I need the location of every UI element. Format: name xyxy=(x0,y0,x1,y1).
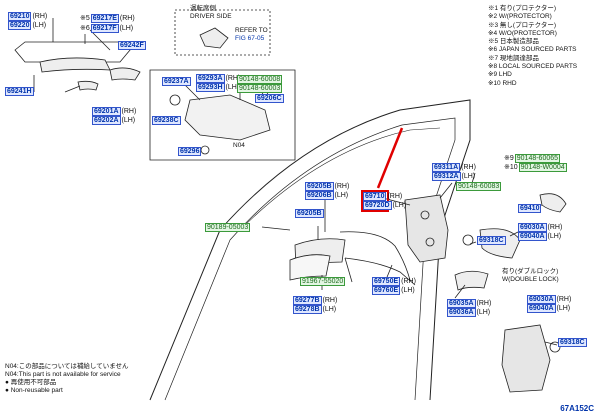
footnote-jp: N04:この部品については補給していません xyxy=(5,363,129,370)
door-lock-striker-drawing xyxy=(539,193,567,213)
outside-handle-rod-drawing xyxy=(454,270,489,291)
part-number-69206c[interactable]: 69206C xyxy=(255,94,284,103)
part-number-91967-55020[interactable]: 91967-55020 xyxy=(300,277,346,286)
part-number-69040a-lh[interactable]: 69040A(LH) xyxy=(518,232,562,241)
part-number-69030a-rh[interactable]: 69030A(RH) xyxy=(518,223,563,232)
door-frame-inner-outline xyxy=(164,117,456,401)
part-number-69311a-rh[interactable]: 69311A(RH) xyxy=(432,163,476,172)
part-number-69242f[interactable]: 69242F xyxy=(118,41,146,50)
part-number-69220-lh[interactable]: 69220(LH) xyxy=(8,21,47,30)
legend-line: ※9 LHD xyxy=(488,71,512,79)
release-cable-drawing xyxy=(344,257,416,286)
part-number-69277b-rh[interactable]: 69277B(RH) xyxy=(293,296,338,305)
legend-line: ※1 有り(プロテクター) xyxy=(488,5,556,12)
double-lock-assembly-drawing xyxy=(501,324,551,393)
outside-handle-frame-drawing xyxy=(14,41,131,63)
footnotes: N04:この部品については補給していません N04:This part is n… xyxy=(5,363,129,395)
handle-pad-drawing xyxy=(77,80,99,91)
door-frame-outline xyxy=(149,99,471,401)
figure-id: 67A152C xyxy=(560,404,594,413)
part-number-69312a-lh[interactable]: 69312A(LH) xyxy=(432,172,476,181)
part-number-69750e-rh[interactable]: 69750E(RH) xyxy=(372,277,416,286)
handle-frame-group-box xyxy=(149,69,296,161)
driver-side-jp: 運転席側 xyxy=(190,5,216,12)
double-lock-note-jp: 有り(ダブルロック) xyxy=(502,268,559,275)
part-number-69237a[interactable]: 69237A xyxy=(162,77,191,86)
part-number-69296[interactable]: 69296 xyxy=(178,147,202,156)
legend-line: ※5 日本製造部品 xyxy=(488,38,539,46)
reuse-note-en: ● Non-reusable part xyxy=(5,387,63,394)
part-number-69210-rh[interactable]: 69210(RH) xyxy=(8,12,48,21)
double-lock-note: 有り(ダブルロック) W(DOUBLE LOCK) xyxy=(502,268,559,284)
part-number-90189-05003[interactable]: 90189-05003 xyxy=(205,223,251,232)
refer-text: REFER TO xyxy=(235,27,268,34)
part-number-69205b[interactable]: 69205B xyxy=(295,209,324,218)
part-number-69278b-lh[interactable]: 69278B(LH) xyxy=(293,305,337,314)
handle-frame-assembly-drawing xyxy=(184,94,271,141)
part-number-69238c[interactable]: 69238C xyxy=(152,116,181,125)
reuse-note-jp: ● 再使用不可部品 xyxy=(5,379,57,386)
part-number-69720d-lh[interactable]: 69720D(LH) xyxy=(363,201,407,210)
part-number-90148-60083[interactable]: 90148-60083 xyxy=(456,182,502,191)
legend: ※1 有り(プロテクター) ※2 W/(PROTECTOR) ※3 無し(プロテ… xyxy=(488,5,577,88)
part-number-69040a-lh-double-lock[interactable]: 69040A(LH) xyxy=(527,304,571,313)
lock-cable-drawing xyxy=(339,231,411,281)
part-number-69202a-lh[interactable]: 69202A(LH) xyxy=(92,116,136,125)
refer-label: REFER TO FIG 67-05 xyxy=(235,27,268,43)
part-number-69205b-rh[interactable]: 69205B(RH) xyxy=(305,182,350,191)
part-number-69206b-lh[interactable]: 69206B(LH) xyxy=(305,191,349,200)
legend-line: ※8 LOCAL SOURCED PARTS xyxy=(488,63,578,71)
part-number-69318c-double-lock[interactable]: 69318C xyxy=(558,338,587,347)
part-number-69030a-rh-double-lock[interactable]: 69030A(RH) xyxy=(527,295,572,304)
part-number-69036a-lh[interactable]: 69036A(LH) xyxy=(447,308,491,317)
legend-line: ※10 RHD xyxy=(488,79,517,87)
part-number-69760e-lh[interactable]: 69760E(LH) xyxy=(372,286,415,295)
driver-side-label: 運転席側 DRIVER SIDE xyxy=(190,5,232,21)
part-number-69241h[interactable]: 69241H xyxy=(5,87,34,96)
handle-cover-drawing xyxy=(109,67,141,81)
door-lock-assembly-drawing xyxy=(404,194,449,263)
driver-side-en: DRIVER SIDE xyxy=(190,13,232,20)
red-pointer-arrow xyxy=(376,127,404,189)
part-number-69293a-rh[interactable]: 69293A(RH) xyxy=(196,74,241,83)
legend-line: ※4 W/O(PROTECTOR) xyxy=(488,29,557,37)
driver-side-callout-box xyxy=(174,9,271,56)
legend-line: ※3 無し(プロテクター) xyxy=(488,21,556,29)
part-number-69318c[interactable]: 69318C xyxy=(477,236,506,245)
legend-line: ※6 JAPAN SOURCED PARTS xyxy=(488,46,577,54)
part-number-90148-60008[interactable]: 90148-60008 xyxy=(237,75,283,84)
footnote-en: N04:This part is not available for servi… xyxy=(5,371,121,378)
double-lock-note-en: W(DOUBLE LOCK) xyxy=(502,276,559,283)
part-number-69710-rh[interactable]: 69710(RH) xyxy=(363,192,403,201)
fig-ref-link[interactable]: FIG 67-05 xyxy=(235,35,265,42)
legend-line: ※2 W/(PROTECTOR) xyxy=(488,13,552,21)
part-number-69035a-rh[interactable]: 69035A(RH) xyxy=(447,299,492,308)
driver-side-cylinder-drawing xyxy=(199,27,229,49)
outside-handle-drawing xyxy=(39,57,111,73)
part-number-69410[interactable]: 69410 xyxy=(518,204,542,213)
legend-line: ※7 現地調達部品 xyxy=(488,54,539,62)
door-window-outline xyxy=(239,127,441,231)
inside-handle-bezel-drawing xyxy=(289,254,331,281)
part-number-69293h-lh[interactable]: 69293H(LH) xyxy=(196,83,240,92)
part-number-90148-60003[interactable]: 90148-60003 xyxy=(237,84,283,93)
part-number-69201a-rh[interactable]: 69201A(RH) xyxy=(92,107,137,116)
n04-label: N04 xyxy=(233,142,245,149)
